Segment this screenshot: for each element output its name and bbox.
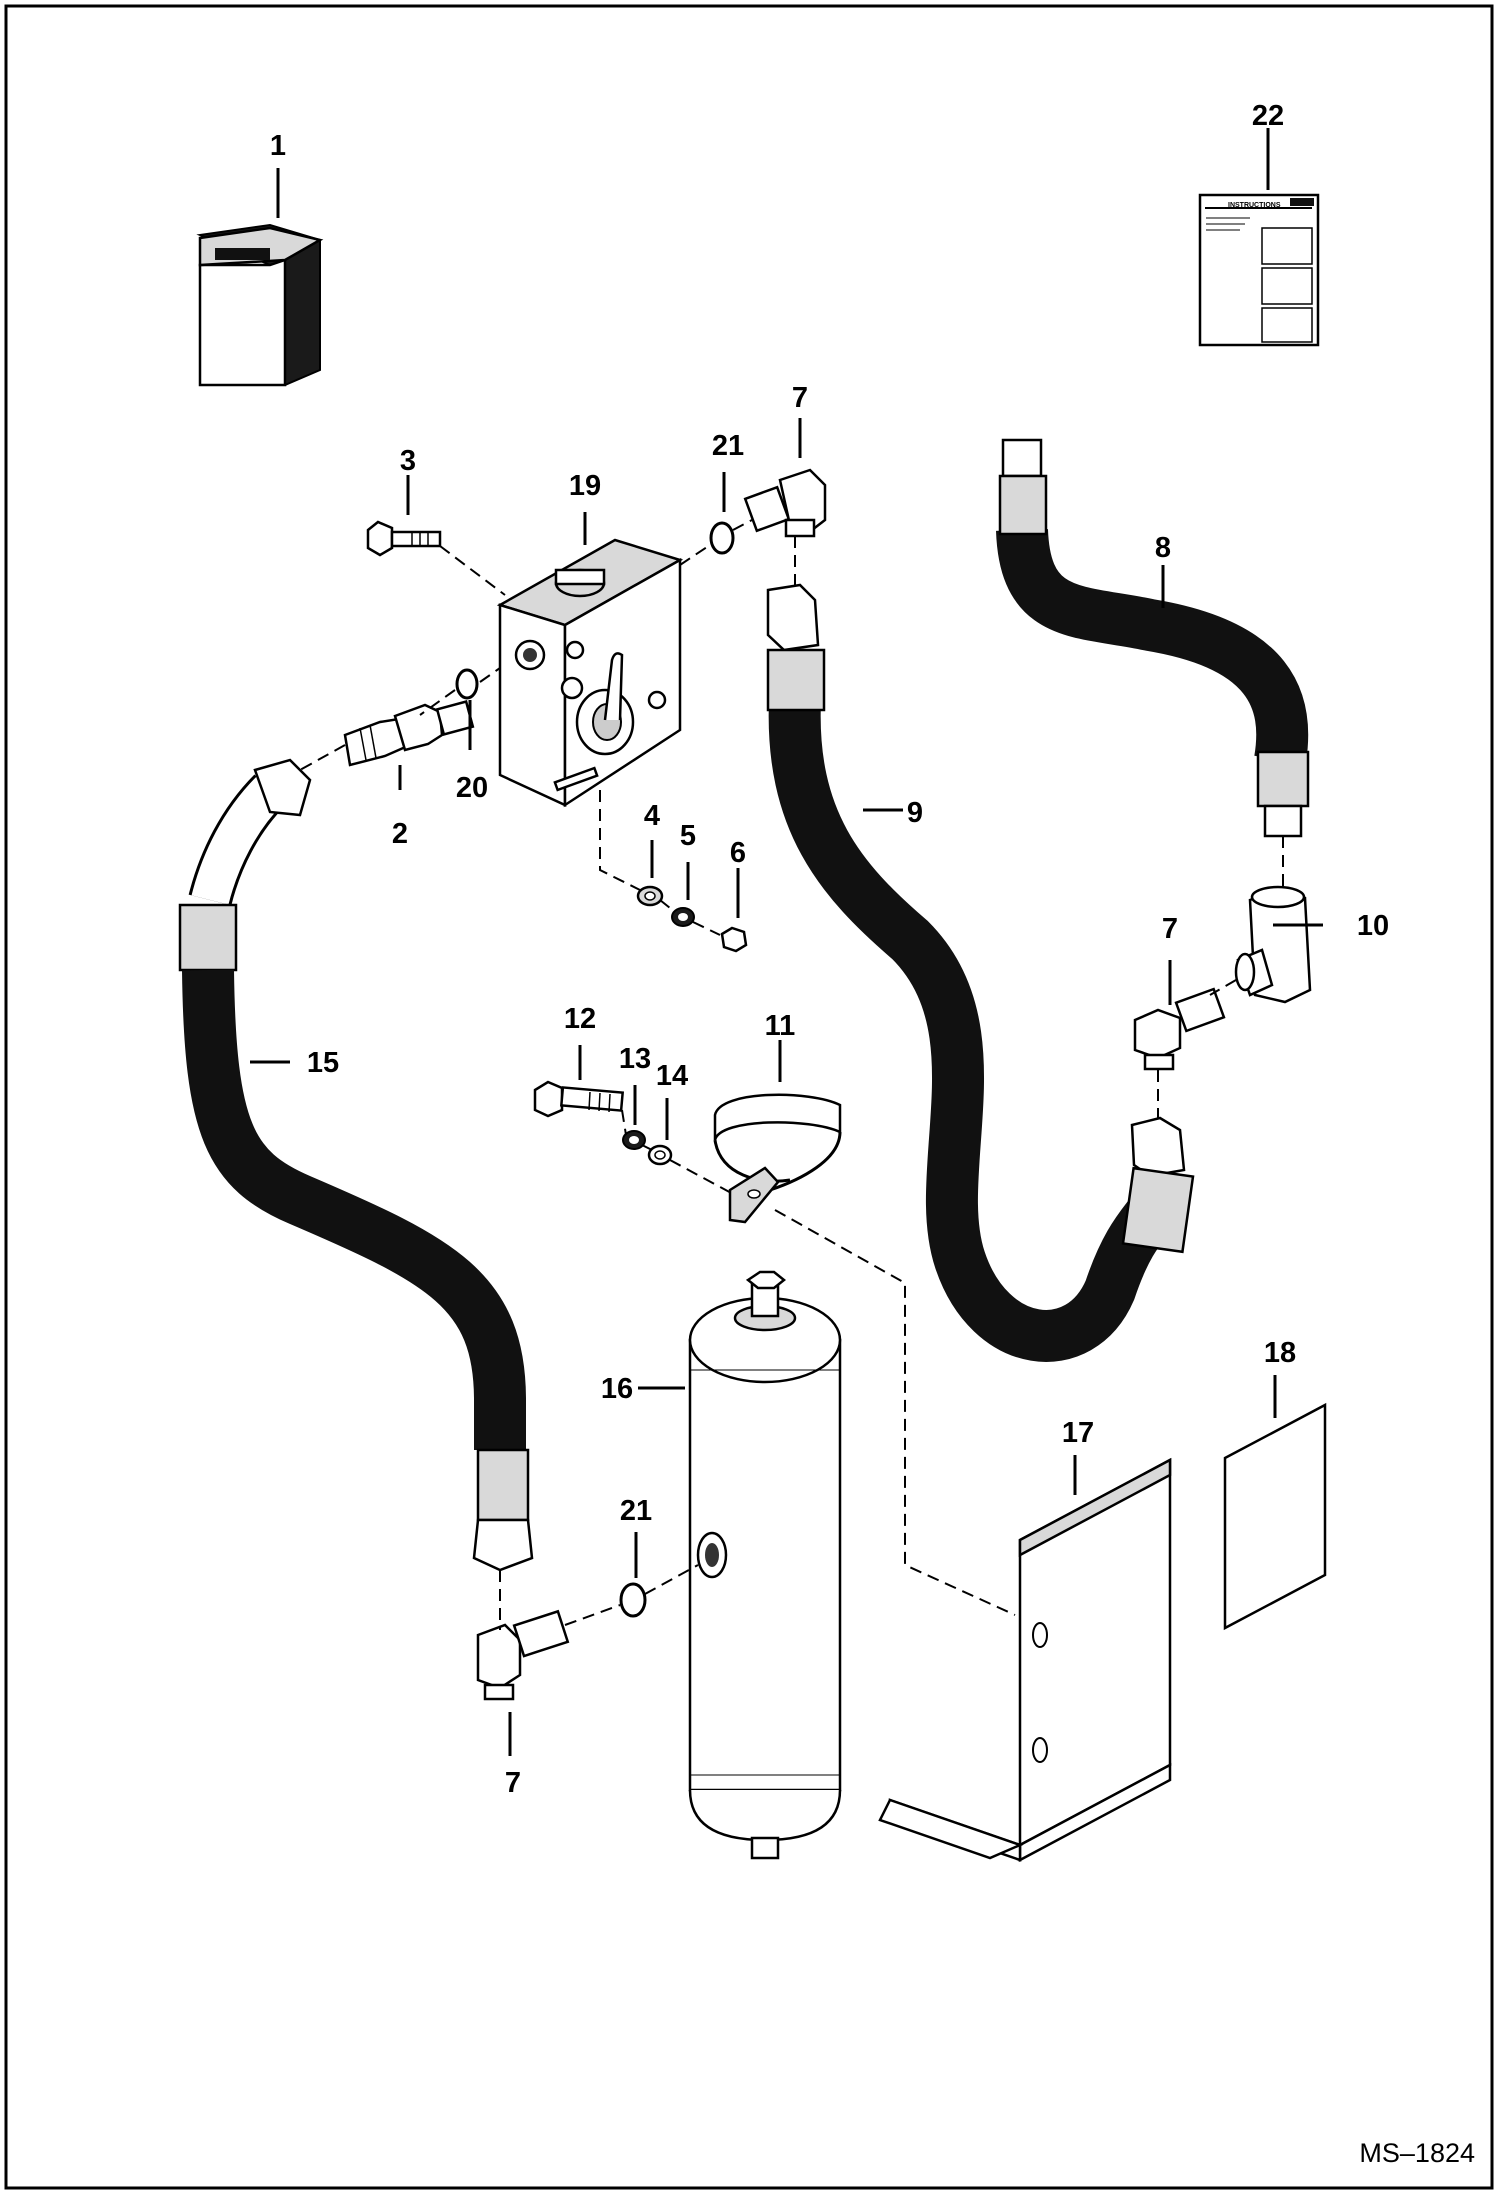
part-2-fitting [343, 700, 475, 767]
callout-18: 18 [1264, 1337, 1296, 1369]
callout-22: 22 [1252, 100, 1284, 132]
part-7-elbow-top [743, 468, 827, 538]
part-8-hose [996, 438, 1310, 838]
callout-21-top: 21 [712, 430, 744, 462]
part-22-instructions-sheet: INSTRUCTIONS [1198, 193, 1320, 347]
part-16-tank [688, 1270, 842, 1860]
callout-12: 12 [564, 1003, 596, 1035]
part-3-bolt [366, 520, 442, 557]
part-11-clamp [713, 1093, 842, 1224]
callout-1: 1 [270, 130, 286, 162]
page-frame [4, 4, 1494, 2190]
part-1-block [196, 223, 324, 387]
part-6-nut [720, 926, 748, 953]
callout-17: 17 [1062, 1417, 1094, 1449]
callout-14: 14 [656, 1060, 688, 1092]
callout-11: 11 [765, 1010, 796, 1042]
callout-19: 19 [569, 470, 601, 502]
instructions-sheet-title: INSTRUCTIONS [1228, 202, 1281, 209]
callout-7-right: 7 [1162, 913, 1178, 945]
leader-lines [250, 128, 1323, 1756]
callout-7-top: 7 [792, 382, 808, 414]
callout-7-bottom: 7 [505, 1767, 521, 1799]
callout-9: 9 [907, 797, 923, 829]
callout-5: 5 [680, 820, 696, 852]
part-12-bolt [533, 1080, 625, 1118]
part-10-tee [1234, 885, 1312, 1004]
callout-4: 4 [644, 800, 660, 832]
callout-15: 15 [307, 1047, 339, 1079]
part-7-elbow-right [1133, 987, 1226, 1071]
callout-2: 2 [392, 818, 408, 850]
part-18-decal [1223, 1402, 1327, 1631]
part-17-bracket [878, 1457, 1172, 1863]
part-20-o-ring [455, 668, 479, 700]
part-21-o-ring-top [709, 521, 735, 555]
callout-13: 13 [619, 1043, 651, 1075]
part-19-valve-block [496, 538, 684, 808]
part-7-elbow-bottom [476, 1609, 570, 1701]
callout-3: 3 [400, 445, 416, 477]
callout-21-bottom: 21 [620, 1495, 652, 1527]
assembly-lines [299, 519, 1284, 1630]
part-21-o-ring-bottom [619, 1582, 647, 1618]
callout-6: 6 [730, 837, 746, 869]
callout-labels: 1 22 3 19 21 7 8 20 2 9 4 5 6 10 7 11 12… [270, 100, 1389, 1799]
document-id: MS–1824 [1359, 2138, 1475, 2168]
callout-8: 8 [1155, 532, 1171, 564]
callout-10: 10 [1357, 910, 1389, 942]
callout-20: 20 [456, 772, 488, 804]
part-15-hose [178, 758, 534, 1572]
callout-16: 16 [601, 1373, 633, 1405]
part-9-hose [766, 583, 1195, 1362]
